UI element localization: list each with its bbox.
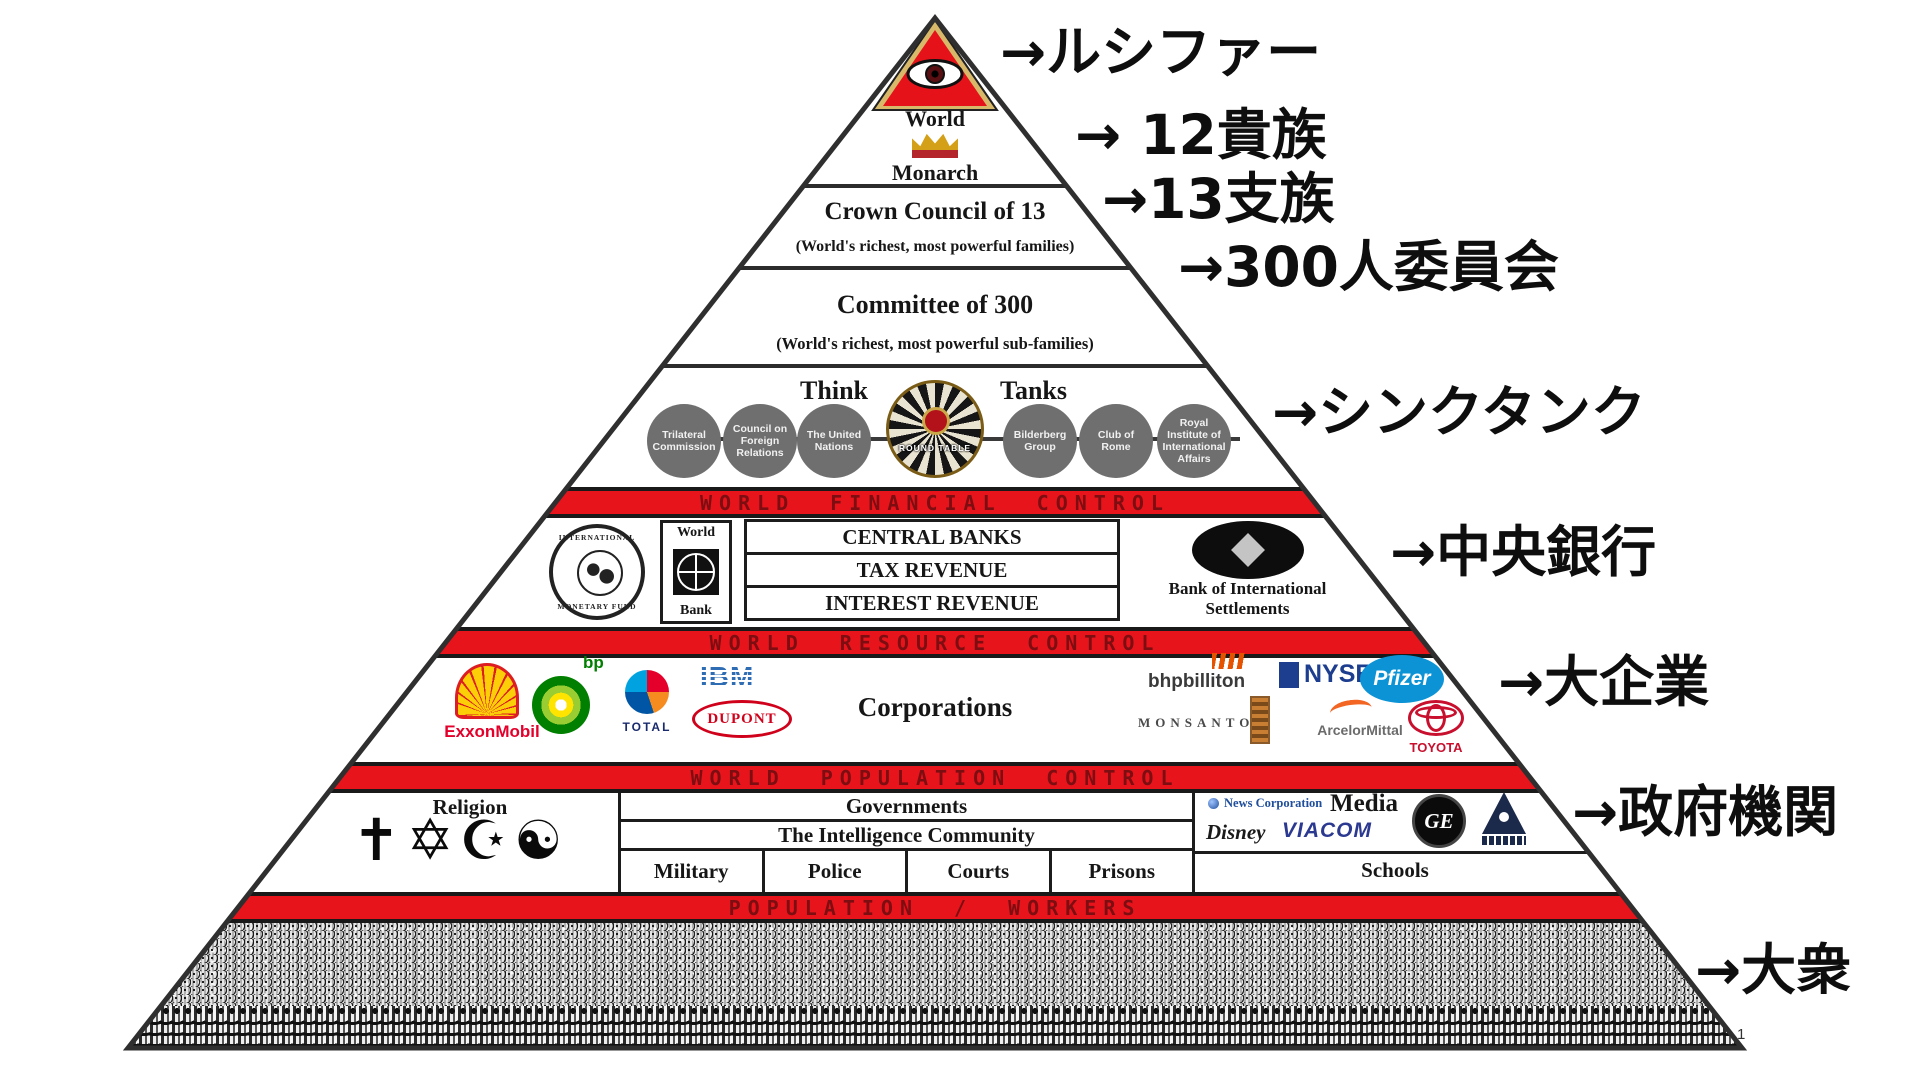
news-corporation-wordmark: News Corporation — [1224, 796, 1323, 810]
band-population-workers-label: POPULATION / WORKERS — [728, 895, 1142, 920]
divider-line — [128, 184, 1742, 188]
annotation-government-agencies: →政府機関 — [1572, 780, 1839, 844]
imf-globe — [577, 550, 623, 596]
annotation-committee-300: →300人委員会 — [1178, 235, 1559, 299]
divider-line — [128, 364, 1742, 368]
band-world-financial-control-label: WORLD FINANCIAL CONTROL — [700, 490, 1170, 515]
band-world-financial-control: WORLD FINANCIAL CONTROL — [128, 487, 1742, 518]
forces-cell-police: Police — [765, 851, 908, 892]
brand-label-logo — [1250, 696, 1270, 744]
band-world-population-control-label: WORLD POPULATION CONTROL — [690, 765, 1180, 790]
bis-diamond — [1230, 533, 1265, 567]
schools-divider — [1195, 851, 1742, 854]
footnote-mark: 1 — [1737, 1026, 1746, 1043]
ibm-logo: IBM — [700, 662, 786, 692]
media-label: Media — [1330, 790, 1399, 817]
think-tanks-title-left: Think — [800, 376, 868, 405]
cross-icon: ✝ — [352, 806, 401, 874]
annotation-the-masses: →大衆 — [1695, 938, 1852, 1002]
annotation-lucifer: →ルシファー — [1000, 20, 1322, 84]
finance-row-interest-revenue: INTEREST REVENUE — [744, 585, 1120, 621]
committee-300-subtitle: (World's richest, most powerful sub-fami… — [776, 334, 1094, 353]
governments-row: Governments — [621, 793, 1192, 822]
nyse-mark — [1279, 662, 1299, 688]
forces-cell-military: Military — [621, 851, 765, 892]
star-of-david-icon: ✡ — [406, 807, 454, 873]
crown-band — [912, 150, 958, 158]
monsanto-logo: MONSANTO — [1138, 715, 1255, 730]
bp-wordmark: bp — [583, 653, 604, 672]
world-bank-globe — [673, 549, 719, 595]
disney-logo: Disney — [1206, 820, 1266, 844]
bhpbilliton-logo: bhpbilliton — [1148, 671, 1246, 692]
bis-block: Bank of International Settlements — [1140, 521, 1355, 619]
toyota-wordmark: TOYOTA — [1409, 740, 1463, 755]
bis-label-line1: Bank of International — [1168, 579, 1327, 598]
think-tank-united-nations: The United Nations — [797, 404, 871, 478]
bis-label-line2: Settlements — [1205, 599, 1290, 618]
bis-logo — [1191, 521, 1304, 579]
forces-cell-courts: Courts — [908, 851, 1052, 892]
round-table-center — [922, 407, 950, 435]
annotation-12-nobles: → 12貴族 — [1075, 103, 1327, 167]
world-bank-logo: World Bank — [660, 520, 732, 624]
band-world-resource-control-label: WORLD RESOURCE CONTROL — [709, 630, 1161, 655]
bhp-mark — [1212, 653, 1246, 669]
round-table-label: ROUND TABLE — [898, 443, 972, 453]
think-tank-council-foreign-relations: Council on Foreign Relations — [723, 404, 797, 478]
annotation-13-tribes: →13支族 — [1102, 167, 1335, 231]
world-bank-label-bottom: Bank — [680, 603, 712, 618]
think-tank-royal-institute: Royal Institute of International Affairs — [1157, 404, 1231, 478]
forces-cell-prisons: Prisons — [1088, 859, 1155, 883]
world-monarch-label-top: World — [905, 106, 965, 131]
star-and-crescent-icon: ☪ — [459, 808, 508, 872]
forces-row: Military Police Courts Prisons — [621, 851, 1192, 892]
think-tank-club-of-rome: Club of Rome — [1079, 404, 1153, 478]
annotation-central-bank: →中央銀行 — [1390, 520, 1657, 584]
ge-logo: GE — [1412, 794, 1466, 848]
religion-symbols: ✝ ✡ ☪ ☯ — [352, 806, 612, 874]
think-tank-trilateral-commission: Trilateral Commission — [647, 404, 721, 478]
round-table-logo: ROUND TABLE — [886, 380, 984, 478]
time-warner-triangle — [1482, 792, 1526, 834]
yin-yang-icon: ☯ — [513, 808, 563, 872]
imf-logo: INTERNATIONAL MONETARY FUND — [549, 524, 645, 620]
arcelormittal-logo: ArcelorMittal — [1317, 722, 1403, 738]
finance-row-central-banks: CENTRAL BANKS — [744, 519, 1120, 555]
finance-row-tax-revenue: TAX REVENUE — [744, 552, 1120, 588]
band-world-population-control: WORLD POPULATION CONTROL — [128, 762, 1742, 793]
world-monarch-label-bottom: Monarch — [891, 160, 979, 185]
crowd-front-row — [128, 1006, 1742, 1048]
toyota-cross-ellipse — [1415, 706, 1457, 719]
eye-of-providence-icon — [871, 18, 999, 111]
imf-ring-text-top: INTERNATIONAL — [558, 533, 636, 542]
time-warner-eye — [1499, 812, 1509, 822]
annotation-think-tank: →シンクタンク — [1272, 380, 1646, 444]
band-population-workers: POPULATION / WORKERS — [128, 892, 1742, 923]
crown-icon — [912, 133, 958, 158]
news-corporation-globe-icon — [1208, 798, 1219, 809]
pfizer-logo: Pfizer — [1360, 655, 1444, 703]
ibm-stripes — [700, 662, 786, 692]
world-bank-globe-grid — [677, 553, 715, 591]
crown-council-title: Crown Council of 13 — [824, 198, 1046, 225]
time-warner-logo — [1482, 792, 1526, 845]
schools-label: Schools — [1361, 858, 1429, 882]
imf-ring-text-bottom: MONETARY FUND — [557, 602, 637, 611]
world-bank-label-top: World — [676, 525, 716, 540]
time-warner-text-bar — [1482, 836, 1526, 845]
intelligence-community-row: The Intelligence Community — [621, 822, 1192, 851]
finance-table: CENTRAL BANKS TAX REVENUE INTEREST REVEN… — [744, 519, 1120, 621]
news-corporation-logo: News Corporation — [1208, 796, 1322, 811]
think-tank-bilderberg-group: Bilderberg Group — [1003, 404, 1077, 478]
viacom-logo: VIACOM — [1282, 819, 1372, 842]
annotation-big-corporations: →大企業 — [1498, 650, 1710, 714]
exxonmobil-logo: ExxonMobil — [444, 722, 540, 741]
society-divider-right — [1192, 793, 1195, 892]
toyota-logo — [1408, 700, 1464, 736]
